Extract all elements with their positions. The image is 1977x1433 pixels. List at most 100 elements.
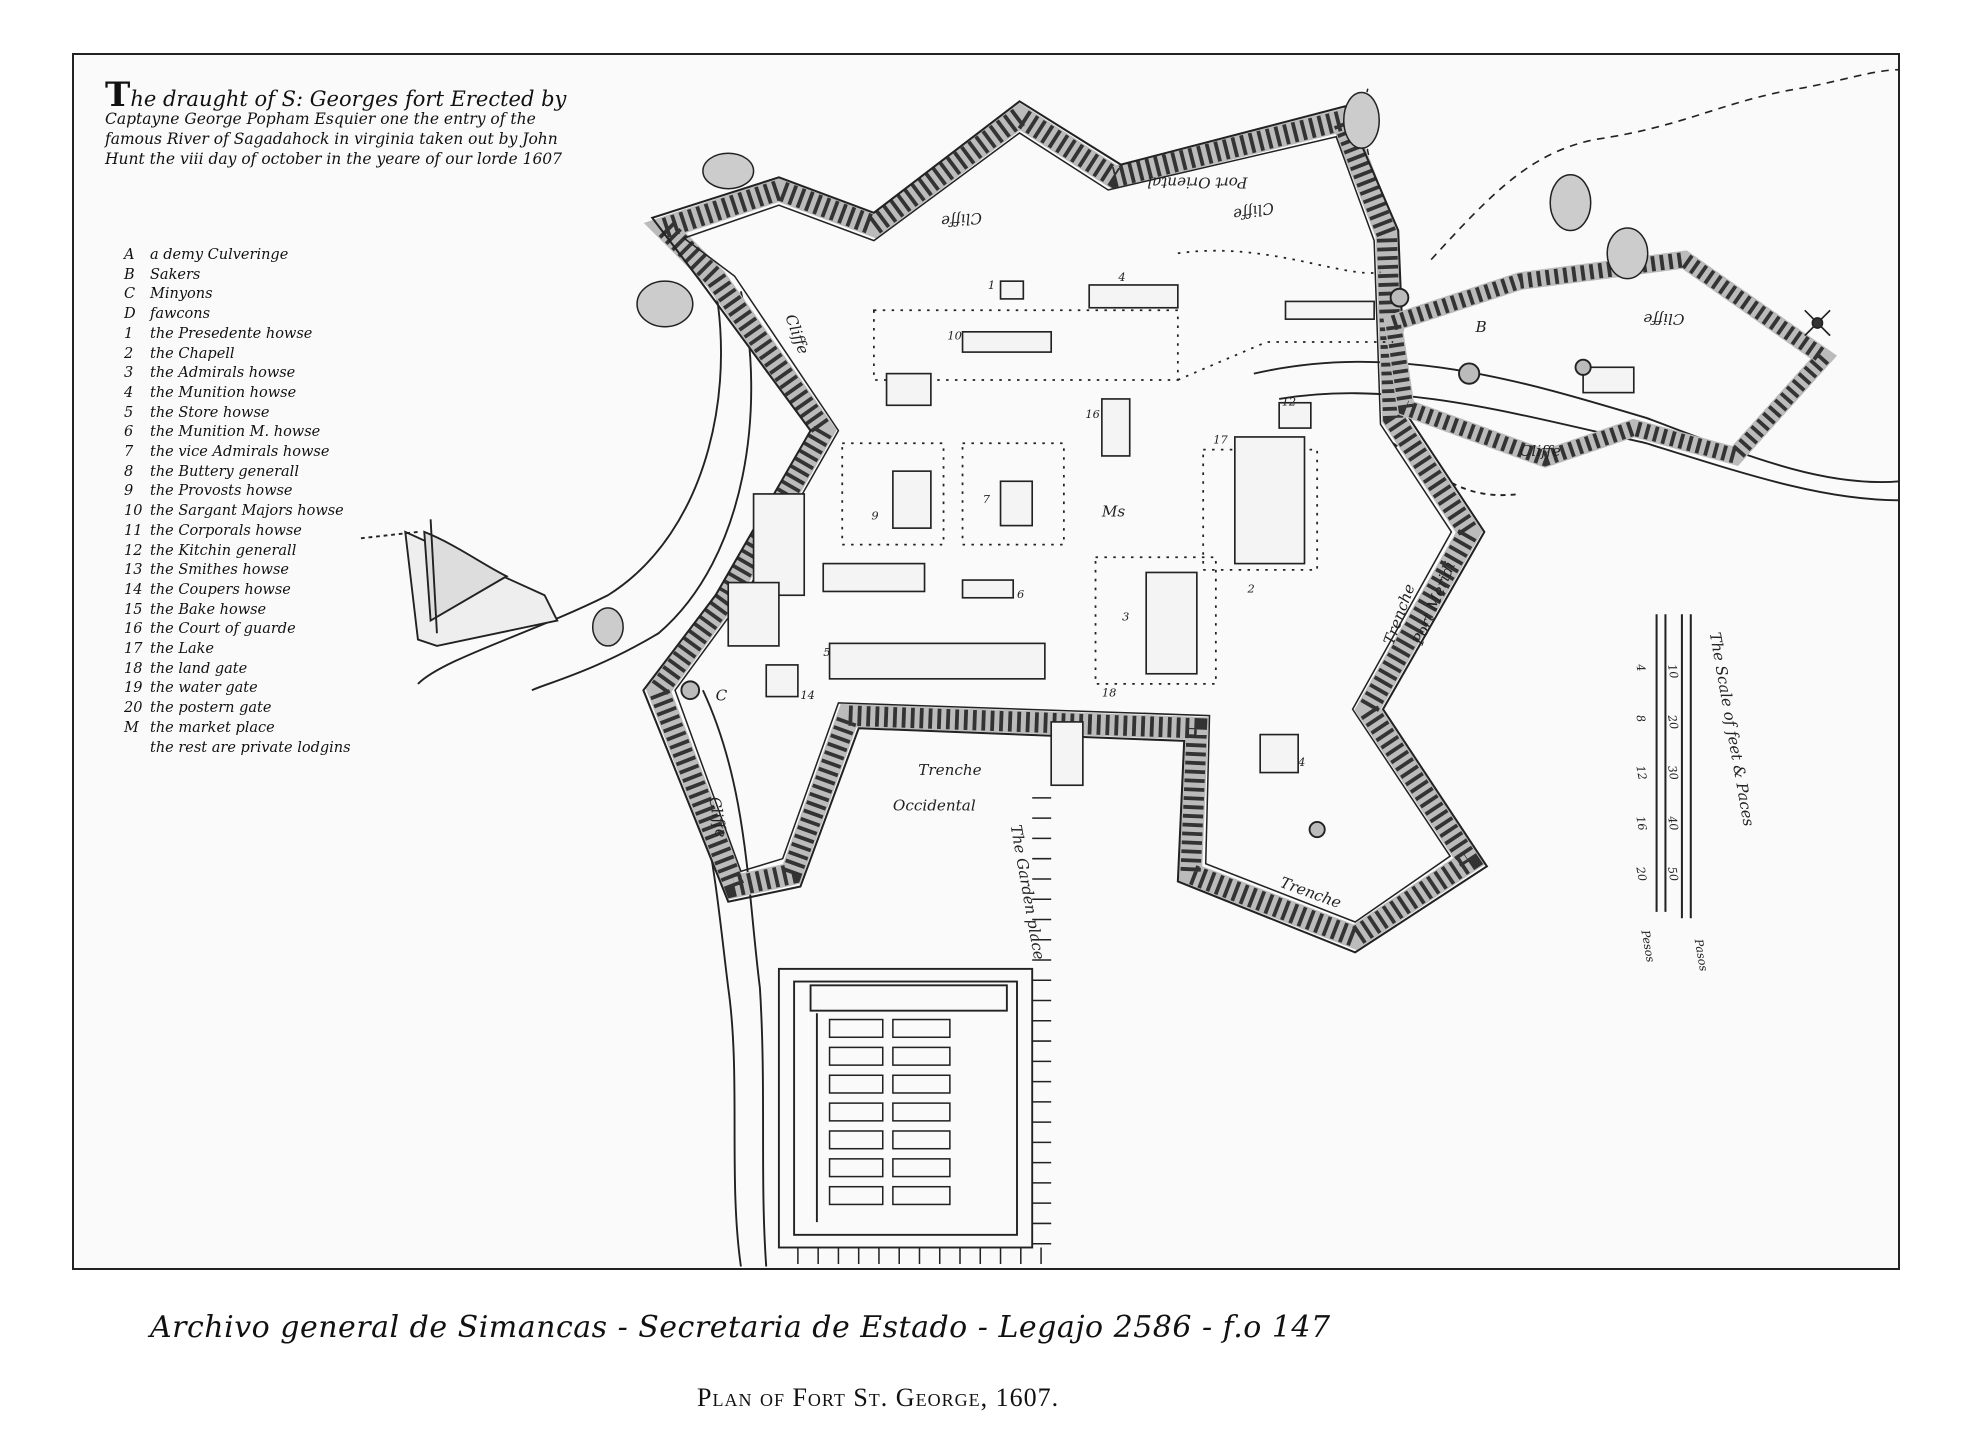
building-munition-m-house [961,579,1015,599]
legend-item: 11 the Corporals howse [124,522,351,542]
legend-item: 16 the Court of guarde [124,620,351,640]
scale-pace-tick: 20 [1665,713,1681,731]
fort-inner-line [674,132,1453,923]
plan-caption: Plan of Fort St. George, 1607. [697,1383,1060,1412]
svg-text:2: 2 [1247,582,1255,596]
scale-pace-tick: 50 [1665,866,1681,883]
legend-key: 15 [124,601,143,618]
windmill-icon [1804,309,1831,337]
legend-item: 3 the Admirals howse [124,364,351,384]
building-southeast [1259,733,1299,774]
building-west-1 [1284,300,1375,320]
building-sargant-major-house [961,330,1053,353]
scale-feet-label: Pesos [1638,928,1658,963]
legend-key: 1 [124,325,134,342]
east-fort-brick [1384,251,1836,467]
legend-text: the Chapell [150,345,235,362]
building-bake-house [765,664,799,698]
legend-key: 2 [124,345,134,362]
label-port-oriental: Port Oriental [1147,173,1248,191]
scale-pace-tick: 30 [1665,764,1681,781]
legend-text: the Smithes howse [150,562,289,579]
building-store-house [828,642,1046,680]
east-fort-wall [1383,250,1838,468]
legend-text: the postern gate [150,700,272,717]
scale-pace-label: Pasos [1691,937,1711,973]
label-c: C [716,686,728,704]
legend-text: a demy Culveringe [150,247,289,263]
legend-item: the rest are private lodgins [124,739,351,759]
tree-icon [1549,174,1592,232]
garden-beds [828,1018,951,1206]
legend-text: the vice Admirals howse [150,444,330,461]
svg-text:7: 7 [983,492,991,506]
legend-key: 16 [124,621,143,638]
garden-bed [828,1102,884,1122]
legend-key: 7 [124,444,134,461]
label-garden-place: The Garden place [1007,823,1048,961]
legend-text: the Munition M. howse [150,424,321,441]
svg-text:3: 3 [1122,610,1129,624]
archive-reference: Archivo general de Simancas - Secretaria… [150,1310,1331,1345]
legend-item: 19 the water gate [124,679,351,699]
svg-text:18: 18 [1102,686,1116,700]
building-vice-admiral-house [999,480,1034,527]
label-cliffe: Cliffe [1520,442,1561,460]
building-couper-house [727,581,780,647]
legend-text: the Corporals howse [150,522,302,539]
legend-text: the Admirals howse [150,365,296,382]
building-buttery [885,372,932,407]
stream-northeast [1430,68,1900,261]
legend-key: 11 [124,522,143,539]
svg-text:14: 14 [800,688,814,702]
building-corporal-house [822,562,926,593]
legend-key: 8 [124,463,134,480]
legend-key: B [124,266,135,283]
legend-text: the Munition howse [150,384,297,401]
garden-bed [828,1185,884,1206]
legend-key: 12 [124,542,143,559]
garden-bed [828,1018,884,1039]
tree-icon [636,280,694,328]
garden-bed [892,1046,951,1066]
building-provost-house [892,470,932,529]
svg-text:10: 10 [947,328,961,342]
legend-key: 19 [124,680,143,697]
legend-text: the market place [150,719,275,736]
svg-text:17: 17 [1213,432,1228,446]
legend-key: A [124,247,135,263]
legend-key: 13 [124,562,143,579]
legend-text: Minyons [150,286,213,303]
title-line: Captayne George Popham Esquier one the e… [105,110,536,128]
label-cliffe: Cliffe [1643,310,1684,328]
legend-text: the water gate [150,680,258,697]
label-cliffe: Cliffe [940,209,983,231]
legend-key: D [124,306,136,323]
plot-boundaries [841,249,1394,685]
legend-text: the land gate [150,660,248,677]
legend-item: 7 the vice Admirals howse [124,443,351,463]
cannon-icons [680,287,1592,839]
svg-text:1: 1 [988,278,995,292]
legend-text: the Court of guarde [150,621,296,638]
label-cliffe: Cliffe [1232,199,1276,224]
legend-key: 14 [124,581,143,598]
garden-bed [828,1046,884,1066]
legend-key: 3 [124,365,134,382]
fort-outer-line [642,100,1489,954]
scale-feet-tick: 12 [1633,764,1649,781]
legend-text: the Provosts howse [150,483,293,500]
garden-bed [892,1102,951,1122]
title-line: Hunt the viii day of october in the year… [105,150,563,168]
